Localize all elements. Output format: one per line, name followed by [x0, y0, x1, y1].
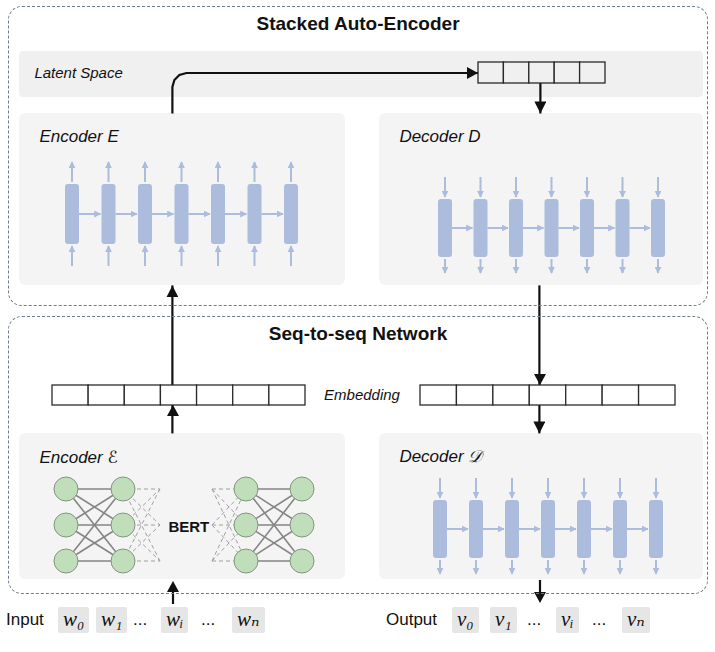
ellipsis: ...	[201, 610, 215, 630]
latent-band: Latent Space	[19, 51, 703, 97]
encoder-panel: Encoder ℰ BERT	[19, 433, 345, 579]
node-label: w₀	[63, 608, 84, 630]
token-chip: vᵢ	[556, 607, 579, 633]
ellipsis: ...	[592, 610, 606, 630]
token-chip: v₁	[490, 607, 517, 633]
embedding-vector	[124, 385, 160, 405]
embedding-vector	[197, 385, 233, 405]
embedding-vector	[493, 385, 529, 405]
node-label: v₀	[457, 608, 474, 630]
embedding-vector	[420, 385, 456, 405]
embedding-vector	[456, 385, 492, 405]
region-frame: Stacked Auto-EncoderLatent SpaceEncoder …	[8, 6, 708, 306]
node-label: Stacked Auto-Encoder	[9, 7, 707, 35]
node-label: Encoder E	[39, 127, 118, 147]
region-frame: Seq-to-seq NetworkEncoder ℰ BERT Decoder 𝒟	[8, 316, 708, 594]
embedding-vector	[52, 385, 88, 405]
input-arrow	[172, 590, 174, 604]
encoder-panel: Encoder E	[19, 113, 345, 285]
token-chip: w₀	[58, 607, 89, 633]
ellipsis: ...	[133, 610, 147, 630]
embedding-vector	[160, 385, 196, 405]
node-label: Decoder 𝒟	[399, 447, 482, 467]
node-label: wᵢ	[166, 608, 183, 630]
embedding-vector	[639, 385, 675, 405]
token-chip: v₀	[452, 607, 479, 633]
token-chip: wᵢ	[161, 607, 188, 633]
embedding-vector	[233, 385, 269, 405]
output-arrow	[539, 580, 541, 594]
arrow-head	[167, 405, 179, 416]
embedding-vector	[566, 385, 602, 405]
node-label: Seq-to-seq Network	[9, 317, 707, 345]
node-label: v₁	[495, 608, 512, 630]
embedding-vector	[88, 385, 124, 405]
node-label: Decoder D	[399, 127, 480, 147]
node-label: Encoder ℰ	[39, 447, 117, 468]
ellipsis: ...	[527, 610, 541, 630]
arrow-head	[167, 581, 179, 592]
embedding-label: Embedding	[324, 386, 400, 403]
node-label: Latent Space	[34, 64, 122, 81]
input-label: Input	[6, 610, 44, 630]
embedding-vector	[602, 385, 638, 405]
node-label: vᵢ	[561, 608, 574, 630]
decoder-panel: Decoder D	[379, 113, 703, 285]
node-label: wₙ	[237, 608, 260, 630]
embedding-vector	[529, 385, 565, 405]
embedding-vector	[269, 385, 305, 405]
token-chip: w₁	[96, 607, 127, 633]
token-chip: vₙ	[622, 607, 650, 633]
node-label: w₁	[101, 608, 122, 630]
model-name: BERT	[166, 518, 211, 535]
arrow-head	[534, 374, 546, 385]
token-chip: wₙ	[232, 607, 265, 633]
decoder-panel: Decoder 𝒟	[379, 433, 703, 579]
connector-arrow	[538, 285, 540, 433]
output-label: Output	[386, 610, 437, 630]
node-label: vₙ	[627, 608, 645, 630]
